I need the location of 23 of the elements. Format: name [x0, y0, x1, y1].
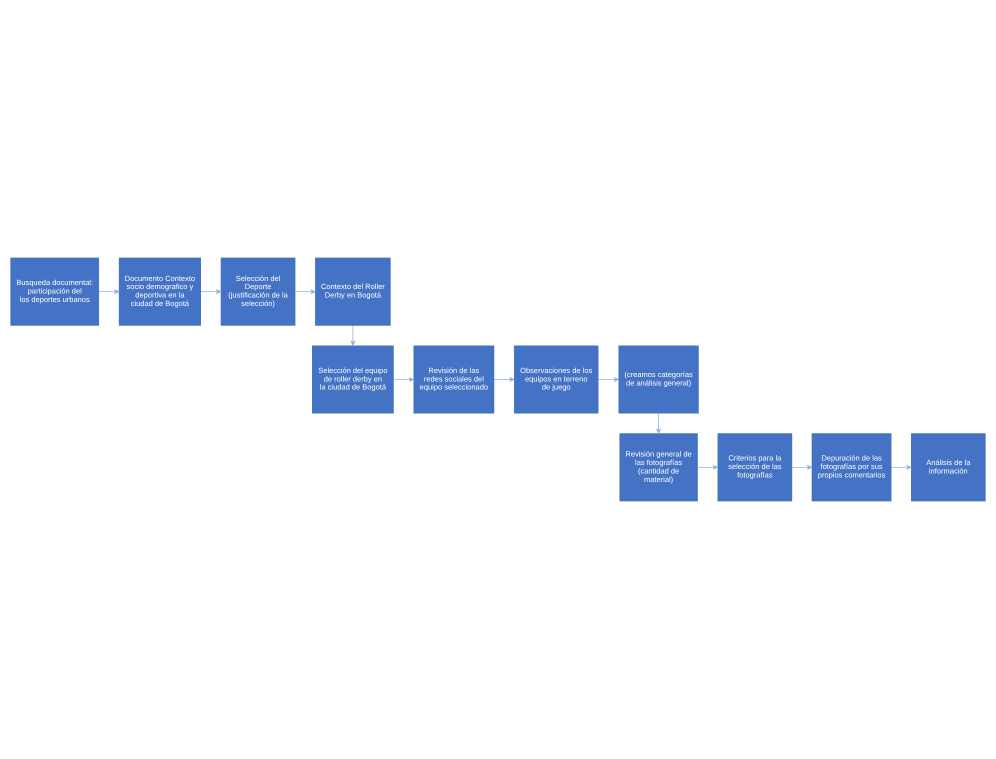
arrow	[598, 377, 619, 382]
node-box: Revisión de las redes sociales del equipo seleccionado	[413, 345, 494, 414]
arrow	[891, 464, 912, 470]
node-box: Documento Contexto socio demografico y deportiva en la ciudad de Bogotá	[118, 258, 201, 326]
arrow	[294, 289, 316, 294]
arrow	[200, 289, 222, 294]
arrow	[494, 377, 514, 382]
arrow	[697, 464, 718, 470]
arrow	[656, 413, 662, 434]
node-box: Contexto del Roller Derby en Bogotá	[315, 258, 391, 326]
node-box: Revisión general de las fotografías (cantidad de material)	[619, 433, 698, 502]
node-box: Análisis de la información	[911, 433, 986, 502]
node-box: Selección del Deporte (justificación de la selección)	[220, 258, 296, 326]
arrow	[98, 289, 120, 294]
node-box: (creamos categorías de análisis general)	[618, 345, 699, 414]
node-box: Criterios para la selección de las fotografías	[718, 433, 792, 502]
node-box: Observaciones de los equipos en terreno de juego	[514, 345, 598, 414]
node-box: Busqueda documental: participación del los deportes urbanos	[10, 258, 100, 326]
arrow	[792, 464, 812, 470]
arrow	[350, 325, 356, 346]
node-box: Selección del equipo de roller derby en la ciudad de Bogotá	[312, 345, 394, 414]
node-box: Depuración de las fotografías por sus propios comentarios	[812, 433, 892, 502]
arrow	[393, 377, 414, 382]
